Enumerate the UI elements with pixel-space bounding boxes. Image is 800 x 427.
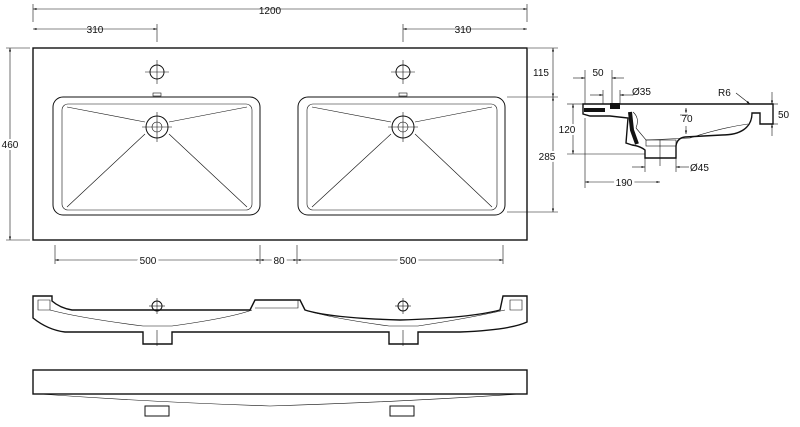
dim-drain: Ø45 (690, 163, 709, 174)
basin-section-profile (582, 103, 774, 159)
front-section-view (32, 295, 528, 346)
dim-basin-gap: 80 (273, 256, 285, 267)
left-basin-outer (52, 96, 261, 216)
dim-tap-depth: 115 (533, 68, 549, 79)
dim-tap-offset-right: 310 (455, 25, 472, 36)
dim-rim-height: 50 (778, 110, 790, 121)
countertop-outline (32, 47, 528, 241)
right-basin-inner (306, 103, 498, 211)
left-basin-inner (61, 103, 253, 211)
dim-overall-width: 1200 (259, 6, 282, 17)
front-elevation-slab (32, 369, 528, 395)
dim-bowl-height: 120 (559, 125, 576, 136)
front-elevation-right-drain (389, 405, 415, 417)
dim-bowl-depth: 70 (681, 114, 693, 125)
dim-basin-width-right: 500 (400, 256, 417, 267)
front-elevation-view (32, 369, 528, 417)
dim-corner-radius: R6 (718, 88, 731, 99)
dim-tap-offset-left: 310 (87, 25, 104, 36)
section-view: 50 Ø35 R6 50 70 120 (557, 68, 790, 192)
dim-tap-hole: Ø35 (632, 87, 651, 98)
dim-overall-depth: 460 (2, 140, 19, 151)
right-basin-outer (297, 96, 506, 216)
dim-basin-width-left: 500 (140, 256, 157, 267)
top-view: 1200 310 310 460 (0, 4, 558, 270)
front-elevation-left-drain (144, 405, 170, 417)
front-section-outline (32, 295, 528, 345)
dim-total-depth: 285 (539, 152, 556, 163)
dim-drain-offset: 190 (616, 178, 633, 189)
dim-edge-to-tap: 50 (592, 68, 604, 79)
